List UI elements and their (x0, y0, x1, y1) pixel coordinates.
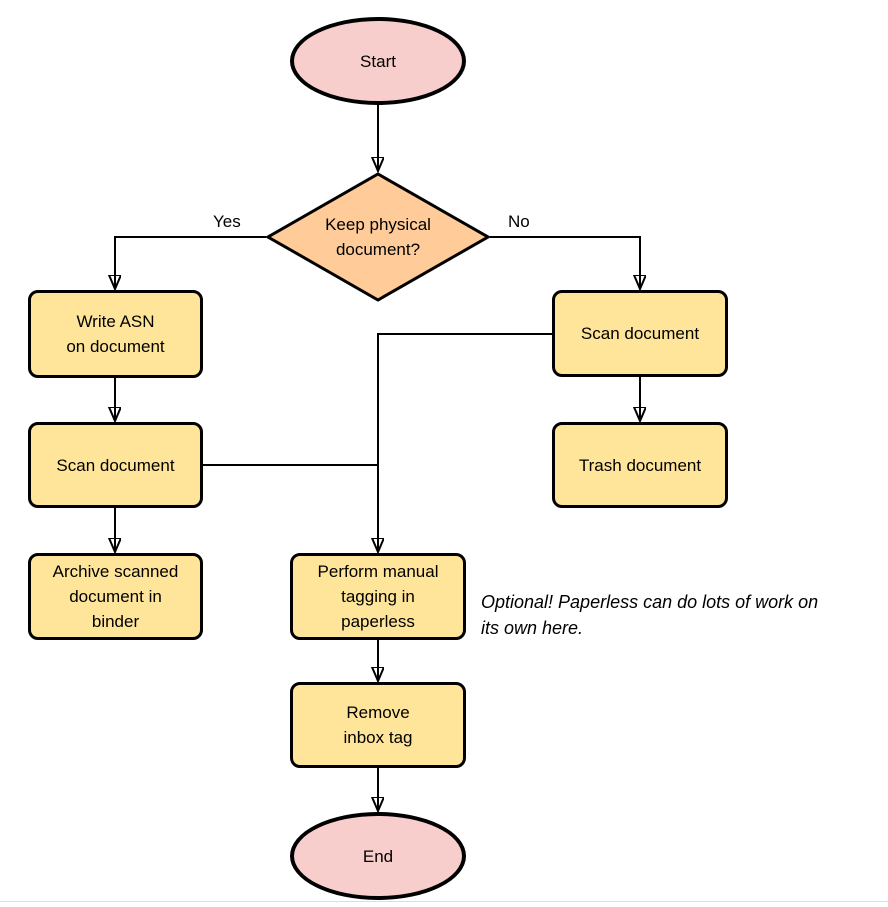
node-write-asn: Write ASN on document (28, 290, 203, 378)
node-trash-document: Trash document (552, 422, 728, 508)
node-decision: Keep physical document? (266, 172, 490, 302)
node-manual-tagging: Perform manual tagging in paperless (290, 553, 466, 640)
node-remove-inbox-tag-label: Remove inbox tag (343, 703, 413, 747)
node-write-asn-label: Write ASN on document (66, 312, 165, 356)
node-end: End (290, 812, 466, 900)
node-scan-document-left: Scan document (28, 422, 203, 508)
node-trash-document-label: Trash document (578, 455, 702, 475)
node-start: Start (290, 17, 466, 105)
edge-scan-right-to-tagging (378, 333, 552, 551)
decision-diamond-shape (266, 172, 490, 302)
node-scan-document-right: Scan document (552, 290, 728, 377)
node-scan-document-right-label: Scan document (580, 324, 700, 343)
node-archive-binder-label: Archive scanned document in binder (52, 562, 179, 631)
node-start-label: Start (360, 51, 396, 71)
node-scan-document-left-label: Scan document (56, 455, 175, 475)
node-archive-binder: Archive scanned document in binder (28, 553, 203, 640)
node-decision-label: Keep physical document? (325, 215, 431, 259)
edge-decision-yes-to-write-asn (115, 236, 266, 288)
node-end-label: End (362, 846, 394, 866)
node-manual-tagging-label: Perform manual tagging in paperless (317, 562, 439, 631)
edge-decision-no-to-scan-right (490, 236, 640, 288)
annotation-text: Optional! Paperless can do lots of work … (481, 592, 819, 638)
node-remove-inbox-tag: Remove inbox tag (290, 682, 466, 768)
page-bottom-divider (0, 901, 888, 902)
edge-label-no: No (506, 212, 532, 231)
edge-label-yes: Yes (211, 212, 243, 231)
